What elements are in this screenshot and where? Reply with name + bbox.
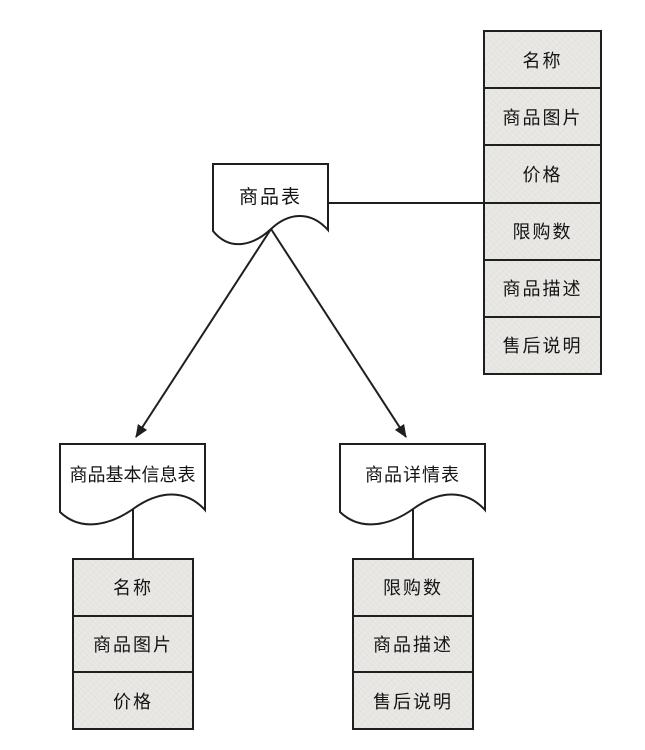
root-field-table: 名称 商品图片 价格 限购数 商品描述 售后说明 xyxy=(483,30,602,375)
arrow-root-to-left-doc xyxy=(135,228,272,438)
field-cell: 售后说明 xyxy=(485,317,600,374)
field-cell: 商品描述 xyxy=(354,616,472,674)
field-cell: 名称 xyxy=(485,32,600,90)
left-field-table: 名称 商品图片 价格 xyxy=(72,558,194,730)
field-cell: 商品描述 xyxy=(485,260,600,318)
root-doc-shape xyxy=(212,163,329,246)
field-cell: 价格 xyxy=(74,673,192,729)
field-cell: 售后说明 xyxy=(354,673,472,729)
arrow-root-to-right-doc xyxy=(270,228,407,438)
field-cell: 限购数 xyxy=(354,560,472,617)
field-cell: 商品图片 xyxy=(485,89,600,147)
field-cell: 商品图片 xyxy=(74,616,192,674)
field-cell: 限购数 xyxy=(485,203,600,261)
field-cell: 价格 xyxy=(485,146,600,204)
field-cell: 名称 xyxy=(74,560,192,617)
right-field-table: 限购数 商品描述 售后说明 xyxy=(352,558,474,730)
left-doc-shape xyxy=(59,443,206,526)
right-doc-shape xyxy=(339,443,486,526)
